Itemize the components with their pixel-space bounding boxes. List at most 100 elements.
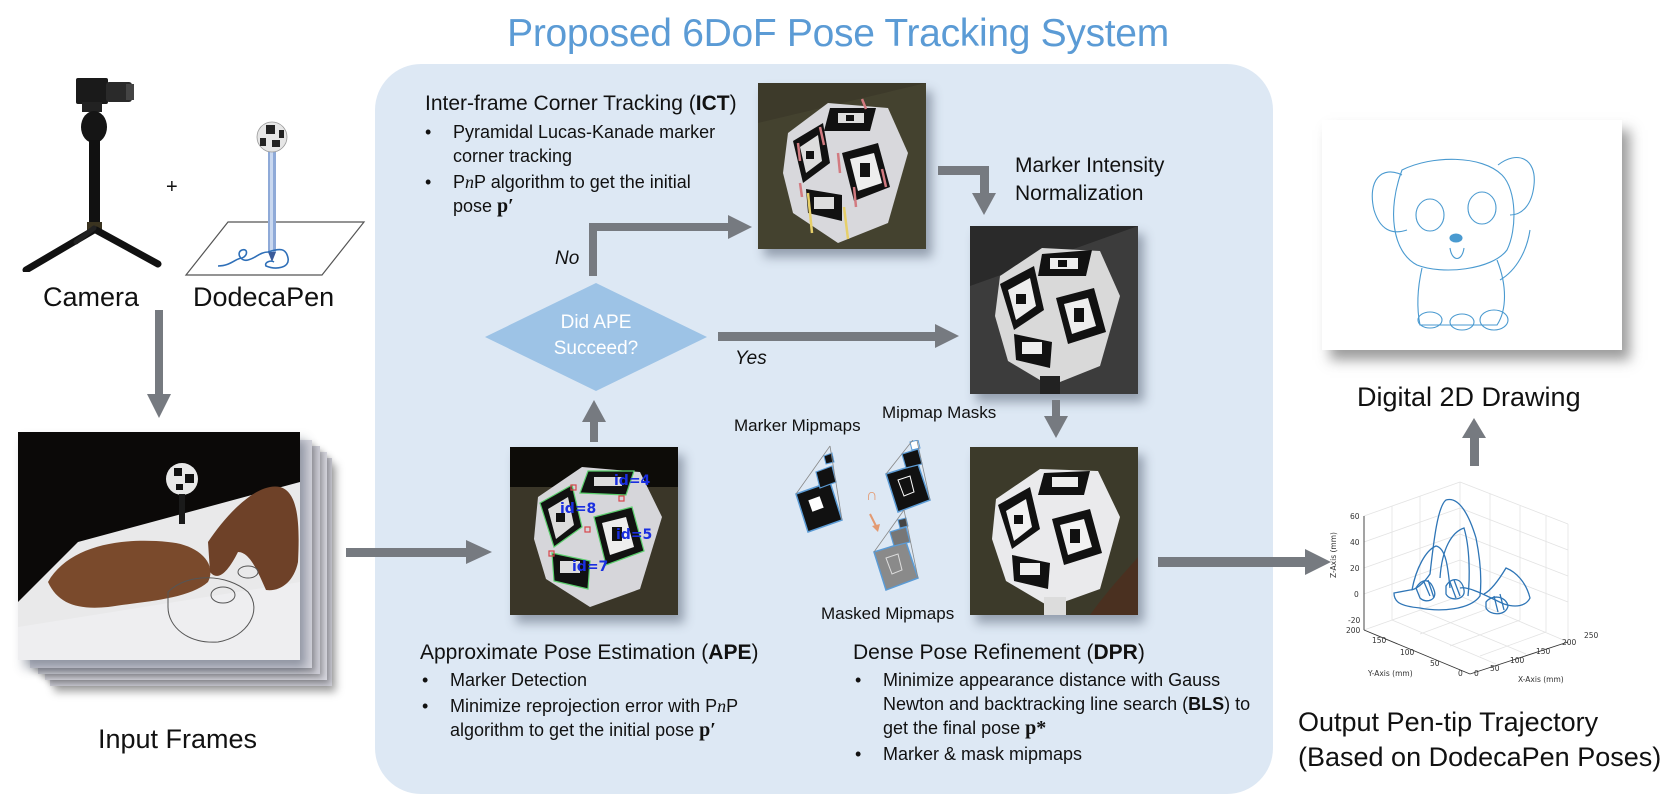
y-tick: 200 — [1346, 626, 1361, 635]
ict-bullets: Pyramidal Lucas-Kanade marker corner tra… — [423, 120, 733, 218]
ape-bullet-1: Marker Detection — [420, 668, 790, 692]
ict-abbr: ICT — [695, 92, 730, 115]
ict-title: Inter-frame Corner Tracking (ICT) — [425, 92, 737, 116]
pnp-n: n — [717, 696, 727, 716]
ict-title-text: Inter-frame Corner Tracking ( — [425, 92, 696, 115]
decision-line-1: Did APE — [560, 312, 632, 333]
input-frame-image — [18, 432, 300, 660]
dpr-bullet-1-text-2: ) to get the final pose — [883, 694, 1251, 738]
ict-bullet-1-text: Pyramidal Lucas-Kanade marker corner tra… — [453, 122, 716, 166]
ict-title-suffix: ) — [729, 92, 737, 115]
x-axis-label: X-Axis (mm) — [1518, 675, 1564, 684]
ape-bullet-2-text-2: P algorithm to get the initial pose — [450, 696, 738, 740]
pnp-p: P — [453, 172, 466, 192]
x-tick: 0 — [1474, 669, 1479, 678]
dpr-bullet-1: Minimize appearance distance with Gauss … — [853, 668, 1253, 740]
marker-id-label: id=8 — [560, 501, 596, 517]
arrow-ict-to-normalization — [938, 166, 988, 175]
x-tick: 200 — [1562, 638, 1577, 647]
marker-mipmap-pyramid — [795, 445, 843, 533]
pose-p-star: p* — [1025, 717, 1047, 739]
z-tick: 0 — [1354, 590, 1359, 599]
x-tick: 250 — [1584, 631, 1599, 640]
ape-bullet-2-text: Minimize reprojection error with P — [450, 696, 718, 716]
y-tick: 150 — [1372, 636, 1387, 645]
normalization-label: Marker Intensity Normalization — [1015, 152, 1164, 208]
input-frames-label: Input Frames — [98, 724, 258, 754]
arrow-dpr-to-output — [1158, 557, 1308, 567]
ape-title-suffix: ) — [751, 641, 759, 664]
mipmap-masks-label: Mipmap Masks — [882, 403, 997, 422]
mask-mipmap-pyramid — [885, 440, 931, 513]
digital-drawing-canvas — [1322, 120, 1622, 350]
trajectory-label-line-1: Output Pen-tip Trajectory — [1298, 707, 1599, 737]
trajectory-label: Output Pen-tip Trajectory (Based on Dode… — [1298, 705, 1661, 775]
ape-bullet-1-text: Marker Detection — [450, 670, 588, 690]
dpr-bullet-1-text: Minimize appearance distance with Gauss … — [883, 670, 1221, 714]
normalization-line-2: Normalization — [1015, 182, 1144, 205]
dpr-abbr: DPR — [1093, 641, 1138, 664]
normalization-line-1: Marker Intensity — [1015, 154, 1165, 177]
ape-abbr: APE — [708, 641, 752, 664]
ape-title: Approximate Pose Estimation (APE) — [420, 641, 758, 665]
z-tick: 40 — [1350, 538, 1360, 547]
arrow-ape-to-decision — [590, 420, 598, 442]
x-tick: 100 — [1510, 656, 1525, 665]
diagram-title: Proposed 6DoF Pose Tracking System — [507, 12, 1169, 55]
arrow-head-icon — [935, 324, 959, 348]
y-tick: 100 — [1400, 648, 1415, 657]
marker-mipmaps-label: Marker Mipmaps — [734, 416, 861, 435]
normalized-marker-image — [970, 226, 1138, 394]
ape-bullets: Marker Detection Minimize reprojection e… — [420, 668, 790, 742]
z-axis-label: Z-Axis (mm) — [1329, 532, 1338, 578]
arrow-head-icon — [466, 540, 492, 564]
arrow-normalization-to-dpr — [1052, 400, 1060, 418]
arrow-head-icon — [1462, 418, 1486, 438]
z-tick: 60 — [1350, 512, 1360, 521]
dpr-bullet-2-text: Marker & mask mipmaps — [883, 744, 1083, 764]
arrow-no-path-vertical — [589, 224, 597, 276]
dpr-bullets: Minimize appearance distance with Gauss … — [853, 668, 1253, 766]
y-tick: 0 — [1458, 669, 1463, 678]
digital-drawing-label: Digital 2D Drawing — [1357, 382, 1581, 412]
plus-sign: + — [166, 176, 178, 198]
puppy-drawing — [1371, 156, 1535, 331]
ape-detection-image: id=4 id=8 id=5 id=7 — [510, 447, 678, 615]
arrow-head-icon — [1044, 416, 1068, 438]
decision-line-2: Succeed? — [553, 338, 639, 359]
no-label: No — [555, 248, 580, 269]
mipmap-illustrations — [795, 440, 931, 591]
y-tick: 50 — [1430, 659, 1440, 668]
yes-label: Yes — [735, 348, 767, 369]
ict-bullet-1: Pyramidal Lucas-Kanade marker corner tra… — [423, 120, 733, 168]
z-tick: -20 — [1348, 616, 1360, 625]
dodecapen-icon — [184, 121, 366, 276]
marker-id-label: id=7 — [572, 559, 608, 575]
marker-id-label: id=4 — [614, 473, 651, 489]
trajectory-3d-plot: 60 40 20 0 -20 200 150 100 50 0 0 50 100… — [1329, 481, 1599, 684]
marker-id-label: id=5 — [616, 527, 652, 543]
pnp-n: n — [465, 172, 475, 192]
dpr-title: Dense Pose Refinement (DPR) — [853, 641, 1145, 665]
arrow-frames-to-ape — [346, 548, 468, 557]
masked-mipmap-pyramid — [873, 509, 919, 591]
ict-bullet-2: PnP algorithm to get the initial pose p′ — [423, 170, 733, 218]
pose-p-prime: p′ — [699, 719, 716, 741]
arrow-head-icon — [728, 215, 752, 239]
arrow-head-icon — [147, 394, 171, 418]
bls-abbr: BLS — [1188, 694, 1225, 714]
arrow-down-to-frames — [155, 310, 163, 396]
dpr-title-suffix: ) — [1137, 641, 1145, 664]
arrow-no-path-horizontal — [589, 223, 731, 231]
intersect-symbol: ∩ — [866, 487, 878, 504]
decision-text: Did APE Succeed? — [485, 310, 707, 362]
trajectory-label-line-2: (Based on DodecaPen Poses) — [1298, 742, 1662, 772]
ict-tracking-image — [758, 83, 926, 249]
arrow-head-icon — [582, 400, 606, 422]
x-tick: 150 — [1536, 647, 1551, 656]
z-tick: 20 — [1350, 564, 1360, 573]
arrow-ict-to-normalization-vertical — [980, 166, 989, 196]
dodecapen-label: DodecaPen — [193, 282, 335, 312]
dpr-refined-image — [970, 447, 1138, 615]
arrow-trajectory-to-drawing — [1470, 436, 1479, 466]
